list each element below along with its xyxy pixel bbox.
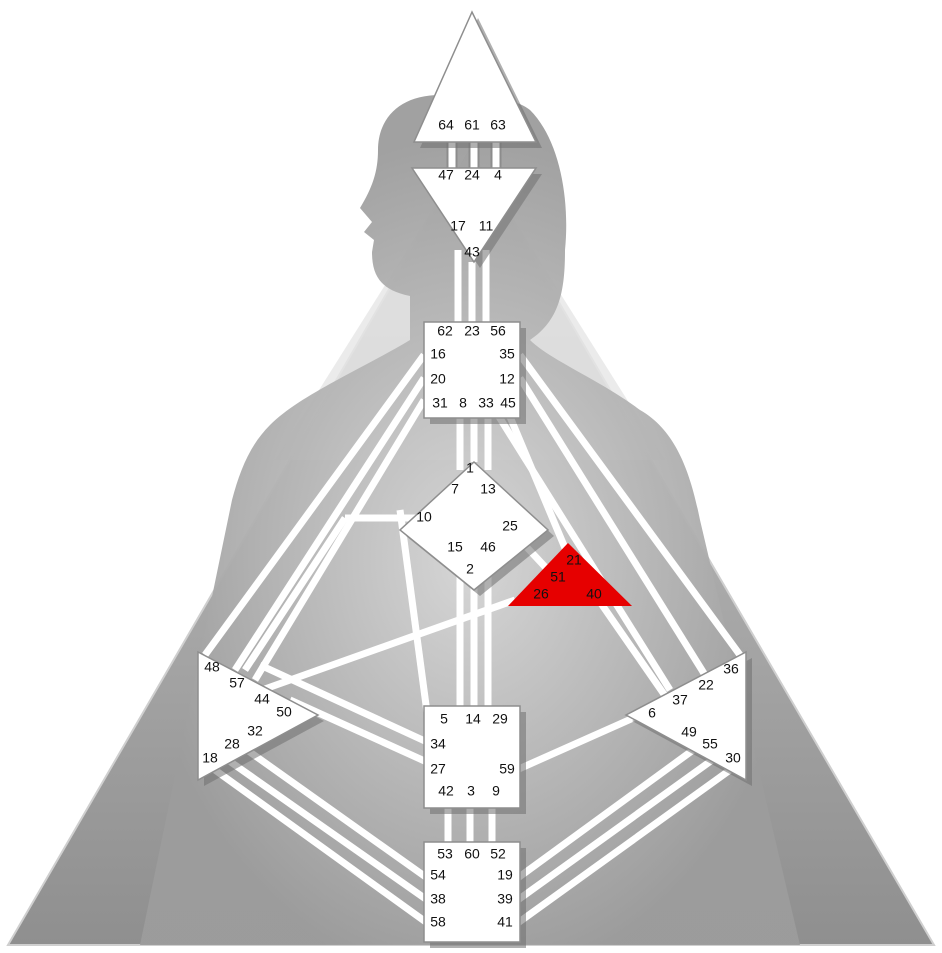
gate-label: 12 <box>499 371 515 387</box>
gate-label: 15 <box>447 539 463 555</box>
gate-label: 5 <box>440 711 448 727</box>
gate-label: 32 <box>247 723 263 739</box>
gate-label: 10 <box>416 509 432 525</box>
gate-label: 19 <box>497 867 513 883</box>
gate-label: 63 <box>490 117 506 133</box>
gate-label: 34 <box>430 736 446 752</box>
gate-label: 55 <box>702 736 718 752</box>
gate-label: 48 <box>204 659 220 675</box>
gate-label: 51 <box>550 569 566 585</box>
gate-label: 49 <box>681 724 697 740</box>
gate-label: 27 <box>430 761 446 777</box>
gate-label: 20 <box>430 371 446 387</box>
solar-plexus-center <box>624 650 747 782</box>
gate-label: 52 <box>490 846 506 862</box>
gate-label: 29 <box>492 711 508 727</box>
gate-label: 8 <box>459 395 467 411</box>
gate-label: 64 <box>438 117 454 133</box>
gate-label: 60 <box>464 846 480 862</box>
gate-label: 59 <box>499 761 515 777</box>
gate-label: 14 <box>465 711 481 727</box>
gate-label: 24 <box>464 167 480 183</box>
ajna-center <box>410 167 538 264</box>
gate-labels: 64 61 63 47 24 4 17 11 43 62 23 56 16 35… <box>202 117 741 930</box>
gate-label: 50 <box>276 704 292 720</box>
gate-label: 23 <box>464 323 480 339</box>
gate-label: 39 <box>497 891 513 907</box>
gate-label: 9 <box>492 783 500 799</box>
gate-label: 1 <box>466 460 474 476</box>
gate-label: 2 <box>466 561 474 577</box>
g-center <box>398 460 550 591</box>
gate-label: 58 <box>430 914 446 930</box>
gate-label: 16 <box>430 346 446 362</box>
head-center <box>412 10 538 143</box>
gate-label: 3 <box>467 783 475 799</box>
gate-label: 37 <box>672 692 688 708</box>
gate-label: 11 <box>479 218 494 234</box>
gate-label: 25 <box>502 518 518 534</box>
gate-label: 57 <box>229 675 245 691</box>
throat-center <box>423 321 521 419</box>
sacral-center <box>423 705 521 809</box>
gate-label: 54 <box>430 867 446 883</box>
gate-label: 62 <box>437 323 453 339</box>
gate-label: 53 <box>437 846 453 862</box>
gate-label: 45 <box>500 395 516 411</box>
gate-label: 42 <box>438 783 454 799</box>
gate-label: 7 <box>451 481 459 497</box>
gate-label: 44 <box>254 691 270 707</box>
root-center <box>423 841 521 943</box>
gate-label: 41 <box>497 914 513 930</box>
gate-label: 6 <box>648 705 656 721</box>
spleen-center <box>197 650 320 782</box>
gate-label: 21 <box>566 552 582 568</box>
gate-label: 36 <box>723 661 739 677</box>
gate-label: 43 <box>464 244 480 260</box>
gate-label: 13 <box>480 481 496 497</box>
gate-label: 17 <box>450 218 466 234</box>
gate-label: 38 <box>430 891 446 907</box>
gate-label: 33 <box>478 395 494 411</box>
gate-label: 31 <box>432 395 448 411</box>
gate-label: 28 <box>224 736 240 752</box>
gate-label: 18 <box>202 750 218 766</box>
gate-label: 4 <box>494 167 502 183</box>
gate-label: 47 <box>438 167 454 183</box>
gate-label: 35 <box>499 346 515 362</box>
gate-label: 26 <box>533 586 549 602</box>
gate-label: 46 <box>480 539 496 555</box>
channels <box>202 138 743 928</box>
gate-label: 61 <box>464 117 480 133</box>
gate-label: 30 <box>725 750 741 766</box>
ego-center <box>508 543 632 606</box>
gate-label: 56 <box>490 323 506 339</box>
gate-label: 40 <box>586 586 602 602</box>
gate-label: 22 <box>698 677 714 693</box>
